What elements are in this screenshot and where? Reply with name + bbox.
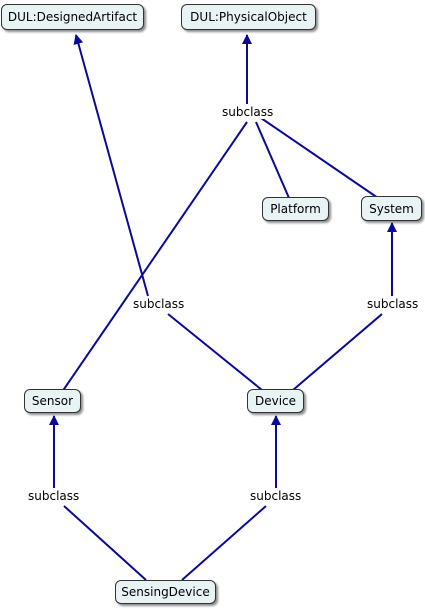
link-sensor-to-hub-top	[61, 121, 248, 393]
node-sensing-device[interactable]: SensingDevice	[115, 580, 216, 604]
link-sensing-device-to-hub-bl	[63, 505, 147, 581]
node-physical-object[interactable]: DUL:PhysicalObject	[181, 4, 316, 30]
link-device-to-hub-right	[292, 313, 383, 391]
relation-label-sensor: subclass	[27, 489, 81, 503]
node-platform[interactable]: Platform	[262, 197, 329, 221]
node-system[interactable]: System	[361, 196, 422, 221]
arrow-to-designed-artifact	[73, 34, 149, 297]
link-hub-top-to-platform	[255, 121, 290, 199]
relation-label-designed-artifact: subclass	[132, 297, 186, 311]
link-hub-top-to-system	[260, 117, 379, 199]
relation-label-physical-object: subclass	[221, 105, 275, 119]
node-designed-artifact[interactable]: DUL:DesignedArtifact	[1, 4, 144, 30]
node-sensor[interactable]: Sensor	[24, 389, 81, 413]
link-device-to-hub-left	[167, 313, 263, 391]
relation-label-device: subclass	[249, 489, 303, 503]
node-device[interactable]: Device	[247, 389, 304, 413]
relation-label-system: subclass	[366, 297, 420, 311]
link-sensing-device-to-hub-br	[181, 505, 267, 581]
